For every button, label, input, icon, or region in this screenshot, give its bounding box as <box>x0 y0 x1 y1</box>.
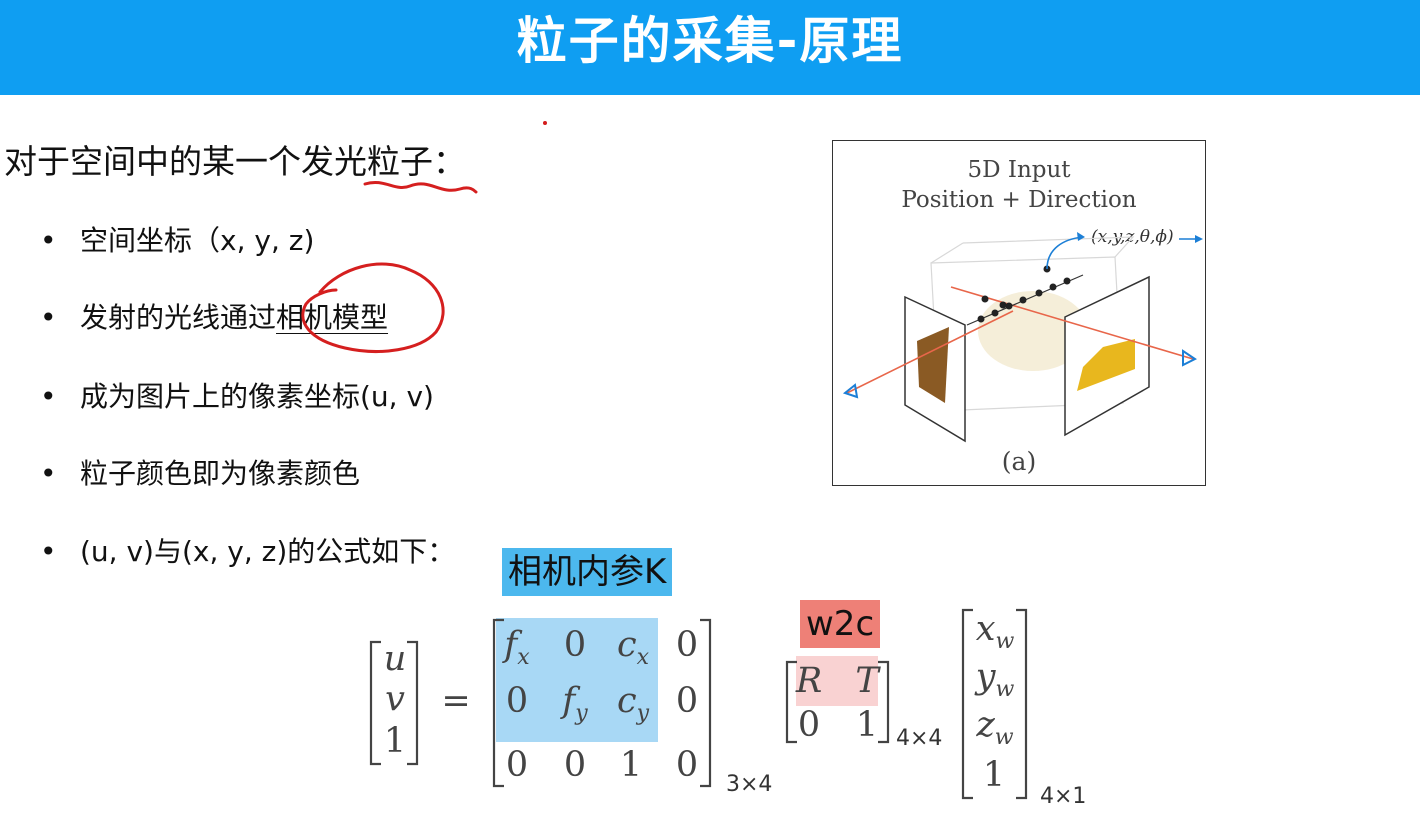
page-title: 粒子的采集-原理 <box>516 12 904 70</box>
intrinsics-highlight <box>496 618 658 742</box>
k-r2c4: 0 <box>675 681 699 721</box>
bullet-text: 发射的光线通过 <box>80 301 277 334</box>
rt-dimension: 4×4 <box>896 726 943 751</box>
world-y: yw <box>975 657 1015 702</box>
camera-intrinsics-tag: 相机内参K <box>502 548 673 596</box>
figure-title-line2: Position + Direction <box>901 187 1137 213</box>
uv-entry-v: v <box>385 679 405 719</box>
k-dimension: 3×4 <box>726 772 773 797</box>
bullet-text: 粒子颜色即为像素颜色 <box>80 457 361 490</box>
k-r2c1: 0 <box>505 681 529 721</box>
equals-sign: = <box>441 681 471 721</box>
intro-suffix: ： <box>433 142 466 181</box>
figure-title-line1: 5D Input <box>967 157 1071 183</box>
uv-entry-1: 1 <box>383 721 407 761</box>
title-bar: 粒子的采集-原理 <box>0 0 1420 95</box>
k-r3c1: 0 <box>505 745 529 785</box>
figure-illustration <box>842 232 1203 443</box>
k-r3c3: 1 <box>619 745 643 785</box>
figure-caption: (a) <box>1001 447 1037 476</box>
k-r1c2: 0 <box>563 625 587 665</box>
k-r3c4: 0 <box>675 745 699 785</box>
bullet-particle-color: • 粒子颜色即为像素颜色 <box>40 455 360 493</box>
bullet-text: 空间坐标（x, y, z) <box>80 224 315 257</box>
world-z: zw <box>976 705 1014 750</box>
world-x: xw <box>975 609 1015 654</box>
rt-r: R <box>795 661 823 701</box>
uv-entry-u: u <box>383 639 407 679</box>
nerf-figure: 5D Input Position + Direction (x,y,z,θ,ϕ… <box>832 140 1206 486</box>
bullet-pixel-coordinates: • 成为图片上的像素坐标(u, v) <box>40 378 434 416</box>
k-cy: cy <box>616 681 650 726</box>
bullet-spatial-coordinates: • 空间坐标（x, y, z) <box>40 222 314 260</box>
k-r3c2: 0 <box>563 745 587 785</box>
bullet-marker: • <box>40 535 57 568</box>
bullet-text: (u, v)与(x, y, z)的公式如下： <box>80 535 456 568</box>
bullet-text: 成为图片上的像素坐标(u, v) <box>80 380 434 413</box>
k-cx: cx <box>616 625 650 670</box>
k-r1c4: 0 <box>675 625 699 665</box>
bullet-marker: • <box>40 301 57 334</box>
annotation-dot <box>543 121 547 125</box>
intro-emphasis: 发光粒子 <box>301 142 433 181</box>
k-fy: fy <box>562 681 588 726</box>
k-fx: fx <box>504 625 530 670</box>
bullet-marker: • <box>40 380 57 413</box>
bullet-marker: • <box>40 224 57 257</box>
rt-zero: 0 <box>797 705 821 745</box>
intro-text: 对于空间中的某一个 <box>4 142 301 181</box>
rt-one: 1 <box>855 705 879 745</box>
rt-t: T <box>855 661 879 701</box>
intro-line: 对于空间中的某一个发光粒子： <box>4 140 466 184</box>
world-one: 1 <box>982 755 1006 795</box>
world-to-camera-tag: w2c <box>800 600 881 648</box>
bullet-formula-intro: • (u, v)与(x, y, z)的公式如下： <box>40 533 455 571</box>
world-dimension: 4×1 <box>1040 784 1087 809</box>
bullet-marker: • <box>40 457 57 490</box>
extrinsics-highlight <box>796 656 878 706</box>
